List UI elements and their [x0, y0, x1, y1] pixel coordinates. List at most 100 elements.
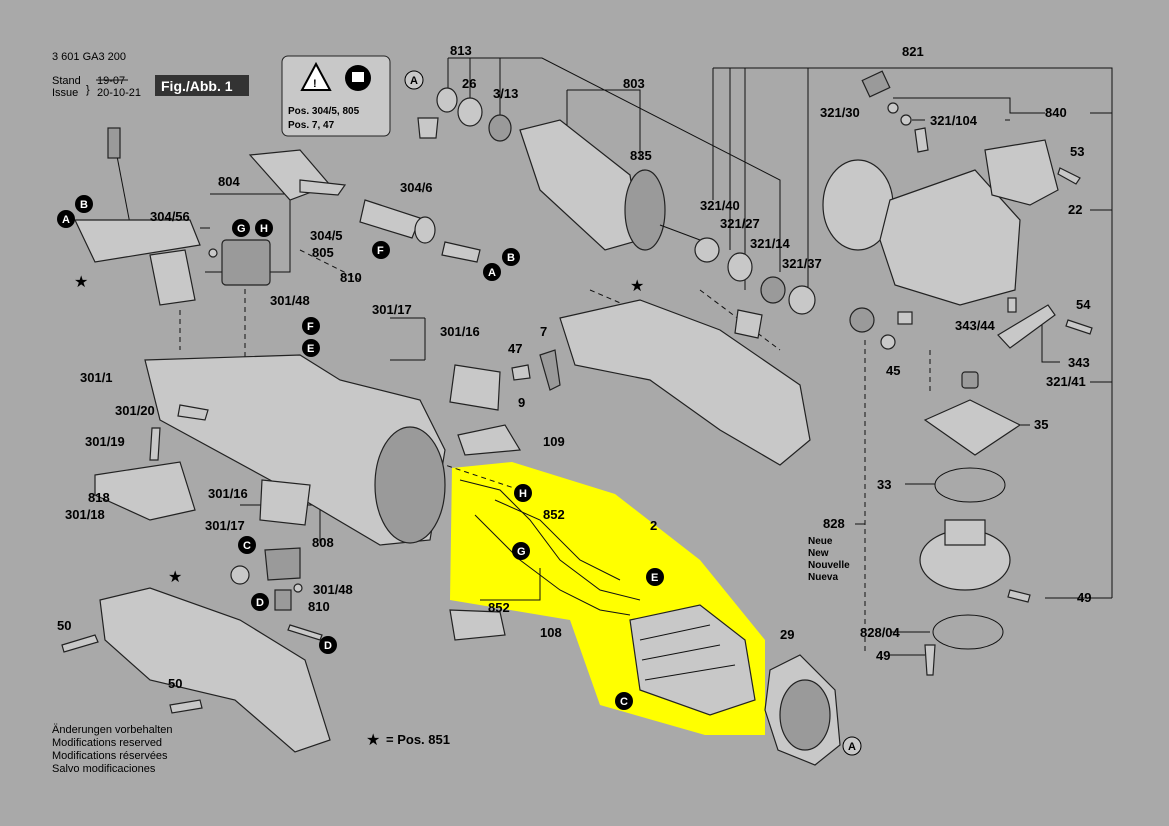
label-301-19: 301/19 — [85, 434, 125, 449]
callout-e-mid: E — [302, 339, 320, 357]
book-icon — [352, 72, 364, 82]
callout-f-top: F — [372, 241, 390, 259]
rear-handle — [94, 461, 331, 753]
svg-text:C: C — [243, 540, 251, 552]
callout-a-left: A — [57, 210, 75, 228]
label-50-lower: 50 — [168, 676, 182, 691]
label-805: 805 — [312, 245, 334, 260]
label-7: 7 — [540, 324, 547, 339]
label-810: 810 — [340, 270, 362, 285]
label-301-16: 301/16 — [440, 324, 480, 339]
callout-a-guard: A — [842, 736, 862, 756]
label-840: 840 — [1045, 105, 1067, 120]
callout-c-lower: C — [238, 536, 256, 554]
date-old: 19-07 — [97, 75, 125, 87]
neue-de: Neue — [808, 536, 833, 547]
warning-line2: Pos. 7, 47 — [288, 120, 335, 131]
svg-text:D: D — [256, 597, 264, 609]
armature — [519, 119, 701, 251]
label-2: 2 — [650, 518, 657, 533]
callout-g-switch: G — [232, 219, 250, 237]
exclamation-icon: ! — [313, 78, 317, 90]
brace: } — [86, 84, 90, 96]
legend-text: = Pos. 851 — [386, 732, 450, 747]
label-321-37: 321/37 — [782, 256, 822, 271]
svg-text:G: G — [517, 546, 526, 558]
label-852-top: 852 — [543, 507, 565, 522]
svg-text:H: H — [260, 223, 268, 235]
neue-es: Nueva — [808, 572, 838, 583]
guard — [764, 654, 841, 766]
label-321-14: 321/14 — [750, 236, 791, 251]
footer-line3: Modifications réservées — [52, 750, 168, 762]
part-number-labels: 813 26 3/13 803 835 821 321/30 840 321/1… — [57, 43, 1091, 691]
legend-star-icon: ★ — [366, 730, 380, 749]
label-35: 35 — [1034, 417, 1048, 432]
callout-b-left: B — [75, 195, 93, 213]
label-821: 821 — [902, 44, 924, 59]
label-321-104: 321/104 — [930, 113, 978, 128]
label-301-48: 301/48 — [270, 293, 310, 308]
svg-text:B: B — [507, 252, 515, 264]
label-804: 804 — [218, 174, 240, 189]
label-321-41: 321/41 — [1046, 374, 1086, 389]
warning-line1: Pos. 304/5, 805 — [288, 106, 360, 117]
label-9: 9 — [518, 395, 525, 410]
label-810-lower: 810 — [308, 599, 330, 614]
fig-box — [155, 75, 249, 96]
stand-label: Stand — [52, 75, 81, 87]
label-47: 47 — [508, 341, 522, 356]
callout-f-mid: F — [302, 317, 320, 335]
neue-fr: Nouvelle — [808, 560, 850, 571]
svg-text:A: A — [62, 214, 70, 226]
letter-callouts: A B A B A G H F — [57, 70, 862, 756]
footer-line2: Modifications reserved — [52, 737, 162, 749]
power-cord — [74, 127, 347, 306]
label-54: 54 — [1076, 297, 1091, 312]
cable-sleeve — [359, 199, 481, 263]
label-301-18: 301/18 — [65, 507, 105, 522]
callout-d-lower: D — [251, 593, 269, 611]
label-813: 813 — [450, 43, 472, 58]
brush-holders-lower — [61, 547, 323, 714]
spindle-parts — [849, 297, 1093, 676]
footer-line1: Änderungen vorbehalten — [52, 724, 172, 736]
label-301-20: 301/20 — [115, 403, 155, 418]
label-29: 29 — [780, 627, 794, 642]
svg-text:A: A — [848, 741, 856, 753]
label-304-56: 304/56 — [150, 209, 190, 224]
issue-label: Issue — [52, 87, 78, 99]
label-301-17: 301/17 — [372, 302, 412, 317]
motor-housing — [144, 354, 522, 546]
field-coil — [449, 479, 756, 716]
star-icon: ★ — [74, 272, 88, 291]
svg-text:F: F — [307, 321, 314, 333]
fig-label: Fig./Abb. 1 — [161, 78, 233, 94]
callout-a-cable: A — [483, 263, 501, 281]
date-new: 20-10-21 — [97, 87, 141, 99]
svg-text:F: F — [377, 245, 384, 257]
small-parts — [694, 237, 816, 339]
svg-text:C: C — [620, 696, 628, 708]
svg-text:E: E — [307, 343, 314, 355]
callout-g-coil: G — [512, 542, 530, 560]
callout-c-coil: C — [615, 692, 633, 710]
label-808: 808 — [312, 535, 334, 550]
neue-en: New — [808, 548, 829, 559]
label-53: 53 — [1070, 144, 1084, 159]
svg-text:D: D — [324, 640, 332, 652]
svg-text:A: A — [410, 75, 418, 87]
warning-triangle-icon — [300, 61, 332, 91]
callout-a-top: A — [404, 70, 424, 90]
label-343: 343 — [1068, 355, 1090, 370]
svg-text:A: A — [488, 267, 496, 279]
label-22: 22 — [1068, 202, 1082, 217]
star-markers: ★ ★ ★ — [74, 272, 644, 586]
label-304-5: 304/5 — [310, 228, 343, 243]
neue-labels: Neue New Nouvelle Nueva — [808, 536, 850, 583]
label-828: 828 — [823, 516, 845, 531]
handle-top — [511, 299, 811, 466]
doc-number: 3 601 GA3 200 — [52, 51, 126, 63]
